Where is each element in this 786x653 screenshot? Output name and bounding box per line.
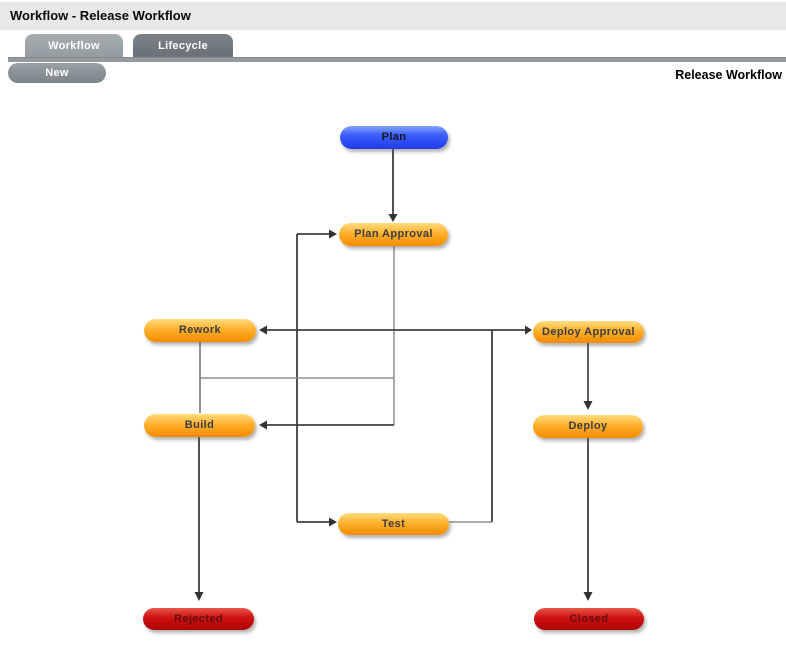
edge-rework-deploy-approval-horizontal bbox=[259, 325, 532, 335]
page-title: Workflow - Release Workflow bbox=[0, 2, 786, 30]
node-plan-approval-label: Plan Approval bbox=[354, 228, 433, 240]
node-closed-label: Closed bbox=[569, 613, 609, 625]
edge-build-to-rejected bbox=[194, 437, 204, 601]
node-deploy-approval[interactable]: Deploy Approval bbox=[533, 321, 644, 343]
node-plan-approval[interactable]: Plan Approval bbox=[339, 223, 448, 246]
node-rework[interactable]: Rework bbox=[144, 319, 256, 342]
node-deploy[interactable]: Deploy bbox=[533, 415, 643, 438]
tab-divider-bar bbox=[8, 57, 786, 62]
node-test-label: Test bbox=[381, 518, 406, 530]
node-plan[interactable]: Plan bbox=[340, 126, 448, 149]
edge-deploy-to-closed bbox=[583, 438, 593, 601]
node-deploy-approval-label: Deploy Approval bbox=[542, 326, 635, 338]
workflow-name-label: Release Workflow bbox=[675, 68, 782, 82]
tab-lifecycle[interactable]: Lifecycle bbox=[133, 34, 233, 57]
new-button[interactable]: New bbox=[8, 63, 106, 83]
node-closed[interactable]: Closed bbox=[534, 608, 644, 630]
node-deploy-label: Deploy bbox=[568, 420, 608, 432]
node-rejected-label: Rejected bbox=[173, 613, 224, 625]
edge-into-build bbox=[259, 420, 394, 430]
node-rejected[interactable]: Rejected bbox=[143, 608, 254, 630]
node-plan-label: Plan bbox=[381, 131, 407, 143]
node-build[interactable]: Build bbox=[144, 414, 255, 437]
edge-plan-to-plan-approval bbox=[388, 149, 398, 222]
node-rework-label: Rework bbox=[178, 324, 222, 336]
edge-deploy-approval-to-deploy bbox=[583, 343, 593, 410]
node-test[interactable]: Test bbox=[338, 513, 449, 535]
node-build-label: Build bbox=[184, 419, 215, 431]
tab-workflow[interactable]: Workflow bbox=[25, 34, 123, 57]
